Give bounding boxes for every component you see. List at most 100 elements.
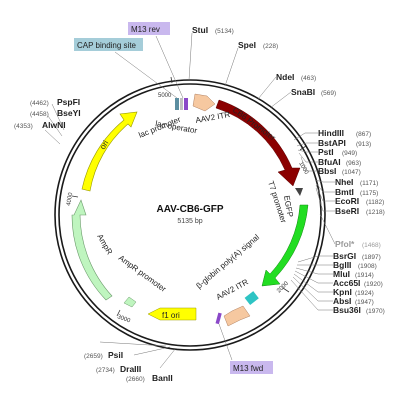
site-bmti-pos: (1175) [360, 190, 378, 197]
site-snabi-pos: (569) [321, 90, 336, 97]
site-bstapi-name: BstAPI [318, 138, 346, 148]
m13-rev-tag: M13 rev [128, 22, 184, 99]
label-aav2-itr-top: AAV2 ITR [195, 110, 231, 125]
site-banii: (2660) BanII [126, 373, 173, 383]
f1-ori-arrow [147, 307, 197, 321]
plasmid-name: AAV-CB6-GFP [156, 204, 223, 215]
site-psii-pos: (2659) [84, 353, 103, 360]
site-pspfi: (4462) PspFI [30, 97, 80, 107]
site-kpni-pos: (1924) [355, 290, 374, 297]
site-bseri-name: BseRI [335, 206, 359, 216]
site-bmti-name: BmtI [335, 187, 354, 197]
site-psii-name: PsiI [108, 350, 123, 360]
label-f1-ori: f1 ori [162, 311, 180, 320]
site-psii: (2659) PsiI [84, 350, 123, 360]
ampr-arrow [71, 199, 113, 301]
site-mlui: MluI (1914) [333, 269, 374, 279]
egfp-arrow [261, 204, 309, 287]
lac-operator-marker [184, 98, 188, 110]
tick-marks [71, 76, 307, 317]
site-kpni: KpnI (1924) [333, 287, 374, 297]
tick-label-3000: 3000 [116, 314, 131, 324]
site-spei-pos: (228) [263, 43, 278, 50]
site-pspfi-pos: (4462) [30, 100, 49, 107]
site-ndei-name: NdeI [276, 72, 294, 82]
ori-arrow [81, 111, 138, 192]
site-ecori: EcoRI (1182) [335, 196, 384, 206]
site-bseyi-name: BseYI [57, 108, 81, 118]
site-bglii-name: BglII [333, 260, 351, 270]
aav2-itr-top-arrow [192, 93, 216, 112]
site-snabi: SnaBI (569) [291, 87, 336, 97]
site-pfoi: PfoI* (1468) [335, 239, 381, 249]
site-absi: AbsI (1947) [333, 296, 374, 306]
site-bbsi-pos: (1047) [342, 169, 361, 176]
site-alwni-pos: (4353) [14, 123, 33, 130]
site-bsrgi-pos: (1897) [362, 254, 381, 261]
cap-binding-site-tag-label: CAP binding site [77, 41, 137, 50]
site-psti: PstI (949) [318, 147, 357, 157]
site-absi-name: AbsI [333, 296, 351, 306]
site-bmti: BmtI (1175) [335, 187, 378, 197]
site-bfuai: BfuAI (963) [318, 157, 361, 167]
site-pfoi-name: PfoI* [335, 239, 355, 249]
label-aav2-itr-bottom: AAV2 ITR [215, 277, 250, 301]
cap-site-marker [175, 98, 179, 110]
site-spei-name: SpeI [238, 40, 256, 50]
label-bglobin: β-globin poly(A) signal [195, 233, 262, 291]
site-stui: StuI (5134) [192, 25, 234, 35]
ampr-promoter-arrow [123, 296, 137, 308]
site-bstapi-pos: (913) [356, 141, 371, 148]
cb6-promoter-arrow [215, 99, 301, 187]
cap-binding-site-tag: CAP binding site [74, 38, 178, 99]
aav2-itr-bottom-arrow [223, 305, 251, 327]
site-bsu36i-pos: (1970) [366, 308, 385, 315]
site-nhei-name: NheI [335, 177, 353, 187]
tick-label-4000: 4000 [66, 192, 74, 207]
site-bbsi-name: BbsI [318, 166, 336, 176]
site-alwni-name: AlwNI [42, 120, 66, 130]
site-nhei-pos: (1171) [360, 180, 378, 187]
site-absi-pos: (1947) [355, 299, 374, 306]
site-bsu36i: Bsu36I (1970) [333, 305, 385, 315]
site-draiii-name: DraIII [120, 364, 141, 374]
site-bseyi: (4458) BseYI [30, 108, 81, 118]
site-alwni: (4353) AlwNI [14, 120, 66, 130]
site-acc65i-pos: (1920) [364, 281, 383, 288]
site-acc65i: Acc65I (1920) [333, 278, 383, 288]
site-hindiii: HindIII (867) [318, 128, 371, 138]
site-pfoi-pos: (1468) [362, 242, 381, 249]
m13-fwd-tag-label: M13 fwd [233, 364, 263, 373]
site-acc65i-name: Acc65I [333, 278, 360, 288]
label-ori: ori [98, 139, 110, 151]
site-bbsi: BbsI (1047) [318, 166, 361, 176]
lac-promoter-marker [180, 98, 183, 110]
site-pspfi-name: PspFI [57, 97, 80, 107]
site-bseri: BseRI (1218) [335, 206, 385, 216]
site-hindiii-name: HindIII [318, 128, 344, 138]
label-ampr-promoter: AmpR promoter [117, 253, 168, 294]
site-spei: SpeI (228) [238, 40, 278, 50]
site-bsrgi: BsrGI (1897) [333, 251, 381, 261]
site-bseyi-pos: (4458) [30, 111, 49, 118]
site-bseri-pos: (1218) [366, 209, 385, 216]
site-bglii: BglII (1908) [333, 260, 377, 270]
site-bsrgi-name: BsrGI [333, 251, 356, 261]
label-ampr: AmpR [95, 233, 114, 257]
site-stui-name: StuI [192, 25, 208, 35]
m13-fwd-tag: M13 fwd [218, 323, 273, 374]
backbone-inner-ring [58, 83, 322, 347]
site-bfuai-name: BfuAI [318, 157, 341, 167]
site-ecori-name: EcoRI [335, 196, 359, 206]
t7-promoter-arrow [295, 188, 303, 196]
site-ndei: NdeI (463) [276, 72, 316, 82]
site-mlui-pos: (1914) [355, 272, 374, 279]
label-egfp: EGFP [282, 195, 295, 218]
site-bstapi: BstAPI (913) [318, 138, 371, 148]
site-banii-name: BanII [152, 373, 173, 383]
site-draiii-pos: (2734) [96, 367, 115, 374]
bglobin-polya-box [244, 291, 259, 306]
site-hindiii-pos: (867) [356, 131, 371, 138]
site-nhei: NheI (1171) [335, 177, 378, 187]
